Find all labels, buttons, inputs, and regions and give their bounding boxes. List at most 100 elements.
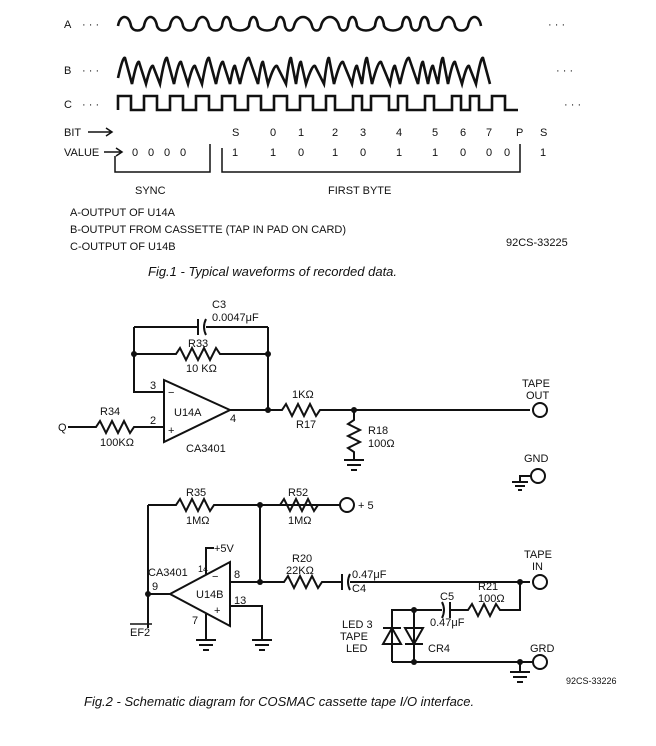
bit-label: S — [232, 127, 239, 139]
plus5-label: + 5 — [358, 500, 374, 512]
value-label: 0 — [486, 147, 492, 159]
bit-label: 2 — [332, 127, 338, 139]
led-label-1: LED 3 — [342, 619, 373, 631]
waveform-b — [116, 56, 492, 89]
trace-a-end-dots: · · · — [548, 19, 565, 31]
u14a-pin3: 3 — [150, 380, 156, 392]
first-byte-bracket — [221, 144, 521, 173]
plus5-terminal — [339, 497, 355, 513]
plus5v-label: +5V — [214, 543, 235, 555]
r17-value: 1KΩ — [292, 389, 314, 401]
r21-resistor — [450, 582, 521, 619]
ground-icon — [196, 639, 216, 651]
r33-label: R33 — [188, 338, 208, 350]
value-label: 1 — [270, 147, 276, 159]
junction-dot — [265, 407, 271, 413]
ground-icon — [252, 639, 272, 651]
u14b-label: U14B — [196, 589, 224, 601]
led-label-2: TAPE — [340, 631, 368, 643]
legend-c: C-OUTPUT OF U14B — [70, 241, 176, 253]
fig1-code: 92CS-33225 — [506, 237, 568, 249]
r17-resistor — [230, 401, 530, 419]
value-label: 0 — [148, 147, 154, 159]
fig2-code: 92CS-33226 — [566, 676, 617, 686]
trace-b-end-dots: · · · — [556, 65, 573, 77]
r18-label: R18 — [368, 425, 388, 437]
r20-resistor — [260, 573, 342, 591]
bit-arrow-icon — [88, 127, 114, 137]
c3-plate-2 — [203, 318, 207, 336]
bit-label: 3 — [360, 127, 366, 139]
value-label: 0 — [504, 147, 510, 159]
bit-label: P — [516, 127, 523, 139]
value-label: 0 — [460, 147, 466, 159]
r52-label: R52 — [288, 487, 308, 499]
r20-value: 22KΩ — [286, 565, 314, 577]
c3-value: 0.0047μF — [212, 312, 259, 324]
r18-resistor — [345, 410, 363, 460]
ground-icon — [344, 459, 364, 471]
waveform-c — [116, 94, 518, 112]
tape-in-label-1: TAPE — [524, 549, 552, 561]
c4-value: 0.47μF — [352, 569, 387, 581]
c5-label: C5 — [440, 591, 454, 603]
r52-value: 1MΩ — [288, 515, 312, 527]
value-label: 1 — [232, 147, 238, 159]
gnd-label: GND — [524, 453, 549, 465]
bit-label: 4 — [396, 127, 402, 139]
u14a-minus: − — [168, 387, 174, 399]
trace-b-dots: · · · — [82, 65, 99, 77]
grd-terminal — [532, 654, 548, 670]
ground-icon — [512, 475, 531, 491]
sync-bracket — [114, 144, 211, 173]
led3-diode-icon — [381, 625, 403, 645]
trace-c-dots: · · · — [82, 99, 99, 111]
tape-out-label-2: OUT — [526, 390, 550, 402]
vcc-wire — [205, 547, 214, 574]
ef2-label: EF2 — [130, 627, 150, 639]
u14b-part: CA3401 — [148, 567, 188, 579]
r35-label: R35 — [186, 487, 206, 499]
trace-c-label: C — [64, 99, 72, 111]
bit-label: 6 — [460, 127, 466, 139]
fig1-caption: Fig.1 - Typical waveforms of recorded da… — [148, 264, 397, 279]
u14a-pin4: 4 — [230, 413, 236, 425]
led-label-3: LED — [346, 643, 367, 655]
r33-value: 10 KΩ — [186, 363, 217, 375]
sync-label: SYNC — [135, 185, 166, 197]
pin13-wire — [230, 605, 263, 640]
tape-in-label-2: IN — [532, 561, 543, 573]
bit-label: 5 — [432, 127, 438, 139]
c4-label: C4 — [352, 583, 366, 595]
u14b-pin8: 8 — [234, 569, 240, 581]
u14a-part: CA3401 — [186, 443, 226, 455]
value-label: 1 — [332, 147, 338, 159]
r34-label: R34 — [100, 406, 120, 418]
cr4-diode-icon — [403, 627, 425, 647]
bit-label: S — [540, 127, 547, 139]
r34-resistor — [68, 418, 164, 436]
c4-capacitor — [341, 573, 351, 591]
tape-out-terminal — [532, 402, 548, 418]
c5-value: 0.47μF — [430, 617, 465, 629]
r21-label: R21 — [478, 581, 498, 593]
fig2-caption: Fig.2 - Schematic diagram for COSMAC cas… — [84, 694, 474, 709]
value-label: 0 — [132, 147, 138, 159]
bit-row-label: BIT — [64, 127, 81, 139]
value-label: 1 — [396, 147, 402, 159]
u14b-pin13: 13 — [234, 595, 246, 607]
trace-b-label: B — [64, 65, 71, 77]
value-label: 1 — [432, 147, 438, 159]
trace-c-end-dots: · · · — [564, 99, 581, 111]
r35-resistor — [148, 496, 340, 514]
fig1-waveforms: A · · · B · · · C · · · · · · · · · · · … — [64, 15, 581, 279]
junction-dot — [145, 591, 151, 597]
tape-in-terminal — [532, 574, 548, 590]
trace-a-label: A — [64, 19, 72, 31]
u14b-minus: − — [212, 571, 218, 583]
fig2-schematic: C3 0.0047μF R33 10 KΩ 3 2 − + U14A 4 CA3… — [58, 299, 617, 709]
value-arrow-icon — [104, 147, 124, 157]
